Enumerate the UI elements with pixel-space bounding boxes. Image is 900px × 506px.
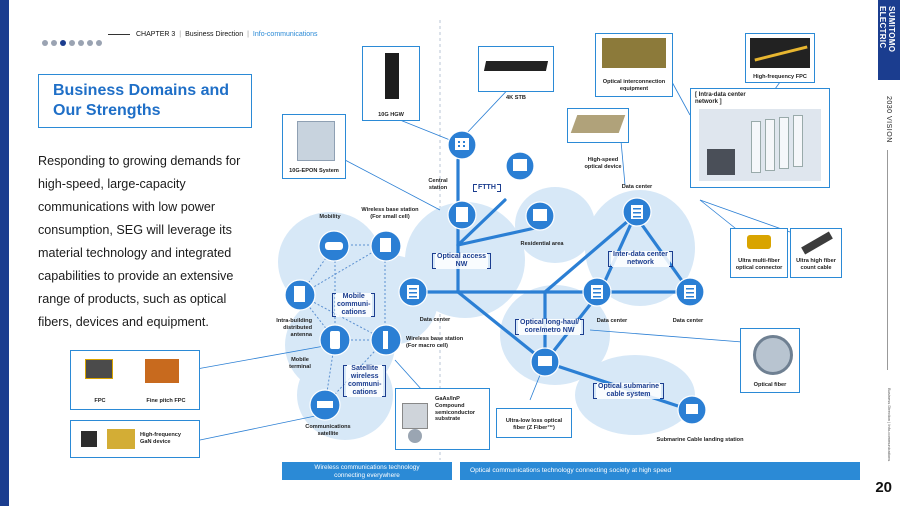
card-ultra-multi	[730, 228, 788, 278]
bubble-residential	[515, 187, 595, 263]
label-dc-access: Data center	[419, 317, 451, 323]
vision-divider	[887, 150, 888, 370]
card-intra-dc	[690, 88, 830, 188]
progress-dots	[42, 33, 105, 51]
brand-block: SUMITOMO ELECTRIC	[878, 0, 900, 80]
card-optical-fiber	[740, 328, 800, 393]
label-residential: Residential area	[520, 241, 564, 247]
label-dc-mid: Data center	[596, 318, 628, 324]
bubble-longhaul	[500, 285, 610, 385]
left-accent-bar	[0, 0, 9, 506]
card-epon	[282, 114, 346, 179]
label-hf-fpc: High-frequency FPC	[753, 74, 807, 80]
card-gaas	[395, 388, 490, 450]
connector-image	[747, 235, 771, 249]
label-ultra-low: Ultra-low loss optical fiber (Z Fiber™)	[505, 418, 563, 431]
label-wireless-small: Wireless base station (For small cell)	[361, 207, 419, 220]
card-fpc	[70, 350, 200, 410]
label-hgw: 10G HGW	[378, 112, 404, 118]
company-name: SUMITOMO ELECTRIC	[878, 6, 896, 53]
fiber-spool-image	[753, 335, 793, 375]
label-dc-right: Data center	[672, 318, 704, 324]
label-mobile-comm: Mobile communi- cations	[331, 293, 376, 317]
gan-image-1	[81, 431, 97, 447]
label-mobile-terminal: Mobile terminal	[289, 357, 311, 370]
hgw-image	[385, 53, 399, 99]
cable-image	[801, 231, 833, 255]
footer-optical: Optical communications technology connec…	[460, 462, 860, 480]
label-wireless-macro: Wireless base station (For macro cell)	[406, 336, 464, 349]
card-ultra-low	[496, 408, 572, 438]
label-intra-building: Intra-building distributed antenna	[276, 318, 312, 338]
label-comm-satellite: Communications satellite	[305, 424, 351, 437]
label-epon: 10G-EPON System	[289, 168, 339, 174]
breadcrumb-current: Info-communications	[252, 31, 318, 38]
label-mobility: Mobility	[319, 214, 341, 220]
label-submarine: Optical submarine cable system	[592, 383, 665, 399]
label-optical-fiber: Optical fiber	[753, 382, 787, 388]
label-stb: 4K STB	[506, 95, 526, 101]
label-central-station: Central station	[428, 178, 448, 191]
epon-image	[297, 121, 335, 161]
breadcrumb-chapter: CHAPTER 3	[136, 31, 176, 38]
label-long-haul: Optical long-haul/ core/metro NW	[514, 319, 585, 335]
label-satellite-comm: Satellite wireless communi- cations	[342, 365, 387, 397]
card-stb	[478, 46, 554, 92]
label-optical-interconnect: Optical interconnection equipment	[602, 79, 666, 92]
card-optical-interconnect	[595, 33, 673, 97]
hs-optical-image	[570, 115, 626, 133]
page-number: 20	[875, 479, 892, 496]
breadcrumb: CHAPTER 3|Business Direction|Info-commun…	[108, 31, 318, 38]
label-fpc: FPC	[94, 398, 106, 404]
card-hs-optical	[567, 108, 629, 143]
label-fine-fpc: Fine pitch FPC	[146, 398, 186, 404]
stb-image	[483, 61, 549, 71]
label-hs-optical: High-speed optical device	[584, 157, 622, 170]
interconnect-image	[602, 38, 666, 68]
card-gan	[70, 420, 200, 458]
label-intra-dc: [ Intra-data center network ]	[695, 92, 746, 105]
label-dc-top: Data center	[621, 184, 653, 190]
label-ultra-high: Ultra high fiber count cable	[796, 258, 836, 271]
card-hf-fpc	[745, 33, 815, 83]
substrate-image	[402, 403, 428, 429]
label-ftth: FTTH	[473, 184, 501, 192]
title-line-1: Business Domains and	[53, 82, 230, 99]
side-breadcrumb: Business Direction | Info-communications	[887, 388, 892, 462]
card-ultra-high	[790, 228, 842, 278]
fine-pitch-fpc-image	[145, 359, 179, 383]
fpc-image	[85, 359, 113, 379]
label-gaas: GaAs/InP Compound semiconductor substrat…	[435, 396, 476, 423]
card-hgw	[362, 46, 420, 121]
label-optical-access: Optical access NW	[431, 253, 492, 269]
vision-label: 2030 VISION	[885, 96, 892, 143]
label-gan: High-frequency GaN device	[140, 432, 182, 445]
label-submarine-landing: Submarine Cable landing station	[656, 437, 744, 443]
gan-image-2	[107, 429, 135, 449]
label-ultra-multi: Ultra multi-fiber optical connector	[735, 258, 783, 271]
glyph	[455, 138, 469, 150]
bubble-dc	[585, 190, 695, 306]
intro-paragraph: Responding to growing demands for high-s…	[38, 154, 241, 329]
title-line-2: Our Strengths	[53, 102, 161, 119]
label-inter-dc: Inter-data center network	[608, 251, 673, 267]
footer-wireless: Wireless communications technology conne…	[282, 462, 452, 480]
breadcrumb-section: Business Direction	[185, 31, 244, 38]
